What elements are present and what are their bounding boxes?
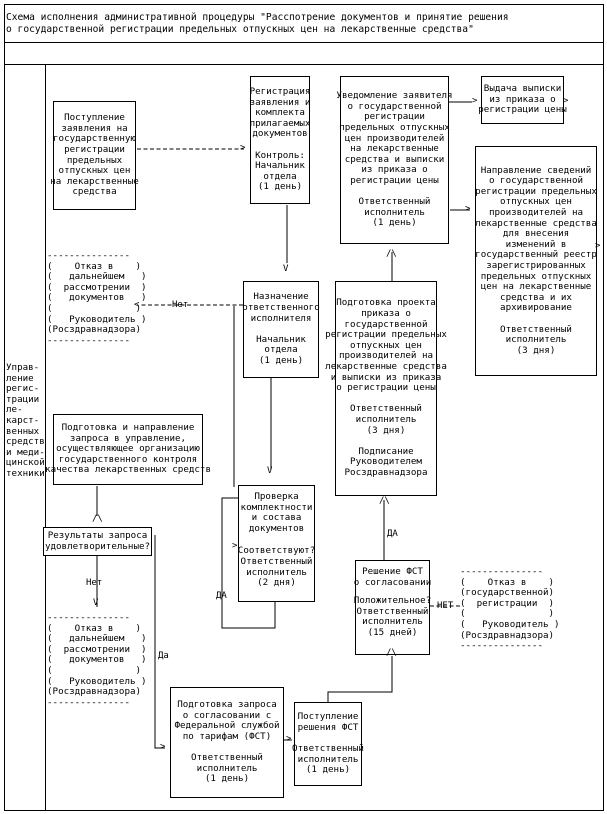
arrowhead-right-icon: >	[465, 204, 471, 214]
arrowhead-up-icon: /\	[386, 648, 397, 658]
decision-match: Соответствуют?	[237, 545, 316, 557]
label-no-3: НЕТ	[437, 601, 454, 611]
notify-box: Уведомление заявителя о государственной …	[336, 76, 453, 244]
arrowhead-left-icon: <	[134, 300, 140, 310]
fst-decision-box: Решение ФСТ о согласовании Положительное…	[353, 560, 432, 655]
check-box-text: Проверка комплектности и состава докумен…	[240, 491, 313, 534]
refusal-block-1: --------------- ( Отказ в ) ( дальнейшем…	[47, 250, 147, 346]
lane-divider	[45, 64, 46, 811]
arrowhead-up-icon: /\	[386, 249, 397, 259]
assign-box: Назначение ответственного исполнителя На…	[242, 281, 320, 378]
outer-frame	[4, 4, 604, 811]
check-box: Проверка комплектности и состава докумен…	[238, 485, 315, 602]
arrowhead-up-icon: /\	[379, 496, 390, 506]
registration-box: Регистрация заявления и комплекта прилаг…	[250, 76, 310, 204]
arrowhead-right-icon: >	[160, 742, 166, 752]
arrowhead-right-icon: >	[286, 734, 292, 744]
draft-order-box: Подготовка проекта приказа о государстве…	[325, 281, 447, 496]
issue-box: Выдача выписки из приказа о регистрации …	[478, 76, 567, 124]
fst-decision-text: Решение ФСТ о согласовании	[353, 566, 432, 588]
label-no-1: Нет	[172, 300, 189, 310]
title-divider-2	[4, 64, 604, 65]
arrowhead-down-icon: V	[93, 598, 99, 608]
check-box-bottom-text: Ответственный исполнитель (2 дня)	[240, 555, 313, 589]
arrowhead-down-icon: V	[283, 264, 289, 274]
refusal-block-3: --------------- ( Отказ в ) (государстве…	[460, 566, 560, 652]
label-no-2: Нет	[86, 578, 103, 588]
receipt-box: Поступление заявления на государственную…	[50, 101, 139, 210]
refusal-block-2: --------------- ( Отказ в ) ( дальнейшем…	[47, 612, 147, 708]
decision-results-box: Результаты запроса удовлетворительные?	[43, 527, 152, 556]
label-yes-2: Да	[158, 651, 169, 661]
decision-positive: Положительное?	[353, 595, 432, 607]
arrowhead-right-icon: >	[563, 96, 569, 106]
arrowhead-right-icon: >	[232, 541, 238, 551]
label-yes-3: ДА	[387, 529, 398, 539]
send-info-box: Направление сведений о государственной р…	[475, 146, 597, 376]
title-divider	[4, 42, 604, 43]
request-control-box: Подготовка и направление запроса в управ…	[45, 414, 211, 485]
connector-check-yes-loop	[221, 497, 276, 629]
diagram-title: Схема исполнения административной процед…	[6, 12, 509, 36]
label-yes-1: ДА	[216, 591, 227, 601]
arrowhead-up-icon: /\	[92, 514, 103, 524]
arrowhead-down-icon: V	[267, 466, 273, 476]
fst-decision-bottom-text: Ответственный исполнитель (15 дней)	[356, 605, 429, 638]
connector-decision-fst	[154, 535, 165, 749]
arrowhead-right-icon: >	[595, 241, 601, 251]
lane-label: Управ- ление регис- трации ле- карст- ве…	[6, 362, 45, 479]
fst-request-box: Подготовка запроса о согласовании с Феде…	[170, 687, 284, 798]
arrowhead-right-icon: >	[472, 96, 478, 106]
fst-receipt-box: Поступление решения ФСТ Ответственный ис…	[292, 702, 364, 786]
arrowhead-right-icon: >	[240, 143, 246, 153]
connector-fstreceipt-decision	[327, 656, 393, 702]
